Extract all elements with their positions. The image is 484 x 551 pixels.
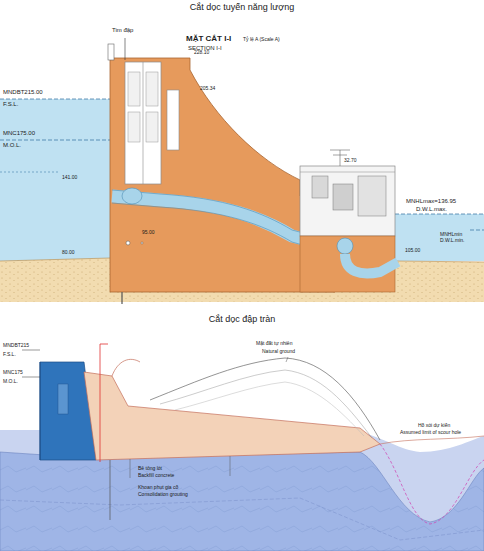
elevation-label: MNC175 [3,370,23,375]
axis-label: Tim đập [112,27,133,33]
panel-band: Cắt dọc tuyến năng lượng [0,0,484,308]
panel-title: Cắt dọc tuyến năng lượng [0,0,484,13]
elevation-label: Consolidation grouting [138,492,188,497]
elevation-label: Backfill concrete [138,473,174,478]
elevation-label: 141.00 [62,175,77,180]
elevation-label: Assumed limit of scour hole [400,430,461,435]
elevation-label: MNDBT215 [3,343,29,348]
elevation-label: Khoan phụt gia cố [138,485,178,490]
elevation-label: 95.00 [142,230,155,235]
elevation-label: M.O.L. [3,142,21,148]
elevation-label: 205.34 [200,86,215,91]
elevation-label: MNDBT215.00 [3,89,43,95]
elevation-label: Bê tông lót [138,466,162,471]
elevation-label: 228.10 [194,50,209,55]
elevation-label: Mặt đất tự nhiên [256,341,292,346]
elevation-label: 80.00 [62,250,75,255]
elevation-label: MNHLmin [440,232,462,237]
elevation-label: Natural ground [262,349,295,354]
elevation-label: MNC175.00 [3,130,35,136]
panel-title: Cắt dọc đập tràn [0,312,484,325]
section-title: MẶT CẮT I-I [186,35,231,43]
elevation-label: M.O.L. [3,379,18,384]
elevation-label: Hố xói dự kiến [418,423,450,428]
elevation-label: F.S.L. [3,352,16,357]
elevation-label: 32.70 [344,158,357,163]
elevation-label: D.W.L.max. [416,206,447,212]
elevation-label: 105.00 [405,248,420,253]
scale-note: Tỷ lệ A (Scale A) [243,37,280,42]
elevation-label: F.S.L. [3,101,18,107]
elevation-label: D.W.L.min. [440,238,464,243]
elevation-label: MNHLmax=136.95 [406,198,456,204]
